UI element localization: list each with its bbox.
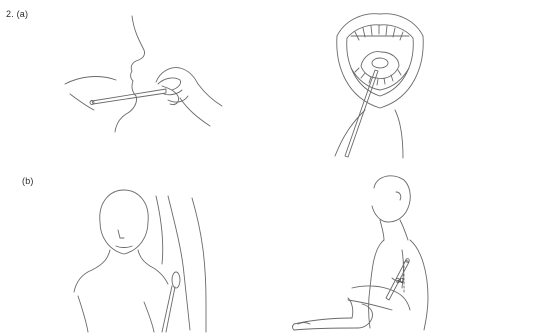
lower-teeth [351, 68, 409, 90]
axillary-thermometer-front-illustration [72, 192, 217, 332]
upper-arm-back [369, 240, 385, 328]
head-outline [100, 190, 148, 254]
raised-arm [156, 196, 190, 330]
question-number: 2. [6, 9, 14, 19]
neck [380, 220, 408, 240]
sublingual-thermometer-illustration [325, 6, 435, 161]
neck-right [138, 250, 150, 266]
axillary-thermometer-side-illustration [292, 178, 442, 333]
oral-thermometer-profile-illustration [60, 14, 230, 139]
torso-right [192, 198, 206, 332]
part-a-letter: (a) [17, 9, 29, 19]
ear-detail [396, 192, 401, 200]
part-b-label: (b) [22, 176, 34, 186]
tongue [361, 52, 399, 79]
chest-line [144, 302, 154, 332]
forearm-upper [352, 286, 410, 310]
lower-arm-upper [294, 318, 352, 324]
lower-arm-lower [294, 328, 358, 330]
thermometer-bulb-area [172, 272, 180, 288]
neck-left [74, 250, 110, 292]
part-a-label: 2. (a) [6, 9, 28, 19]
thermometer-body [92, 89, 166, 104]
angle-label: 30 [396, 278, 404, 285]
face-profile-outline [115, 16, 145, 132]
tongue-tip [372, 58, 388, 68]
wrist-outline [180, 98, 210, 126]
upper-arm-front [410, 240, 428, 330]
face-detail [116, 230, 132, 248]
head-outline [372, 176, 410, 222]
chin-line [335, 110, 403, 158]
lower-lip [337, 36, 423, 108]
thermometer-body [162, 286, 175, 332]
torso-left [78, 296, 88, 332]
arm-contour [65, 77, 116, 110]
hand-outline [156, 68, 222, 106]
armpit-curve [150, 266, 168, 284]
